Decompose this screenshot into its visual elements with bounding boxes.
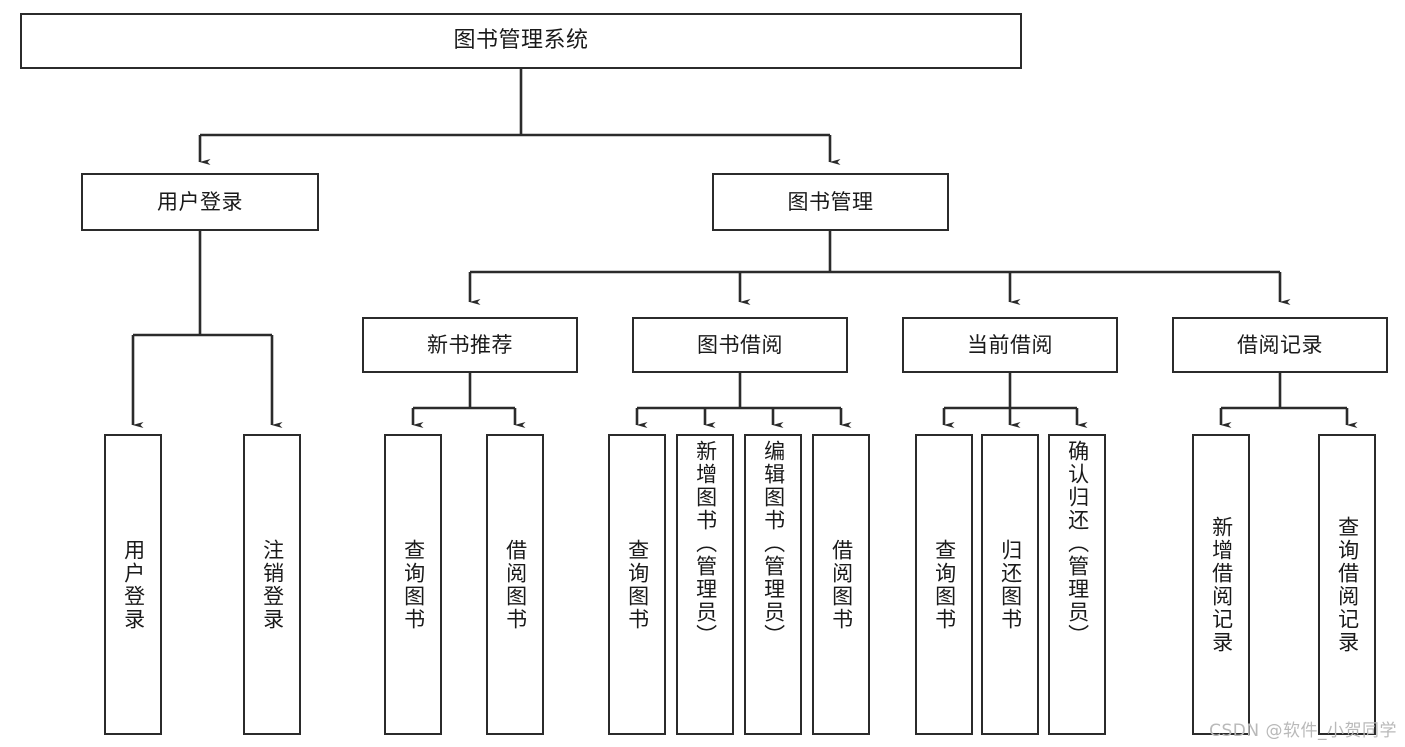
leaf-edit-book-admin[interactable]: 编辑图书（管理员） bbox=[744, 434, 802, 735]
leaf-confirm-return-admin[interactable]: 确认归还（管理员） bbox=[1048, 434, 1106, 735]
leaf-query-book-borrow[interactable]: 查询图书 bbox=[608, 434, 666, 735]
leaf-query-book-current[interactable]: 查询图书 bbox=[915, 434, 973, 735]
node-label: 编辑图书（管理员） bbox=[761, 440, 786, 647]
node-label: 借阅记录 bbox=[1237, 332, 1323, 357]
node-label: 图书借阅 bbox=[697, 332, 783, 357]
node-label: 查询图书 bbox=[932, 538, 957, 631]
node-borrow-record[interactable]: 借阅记录 bbox=[1172, 317, 1388, 373]
leaf-borrow-book[interactable]: 借阅图书 bbox=[812, 434, 870, 735]
leaf-return-book[interactable]: 归还图书 bbox=[981, 434, 1039, 735]
node-label: 当前借阅 bbox=[967, 332, 1053, 357]
leaf-query-borrow-record[interactable]: 查询借阅记录 bbox=[1318, 434, 1376, 735]
node-label: 图书管理 bbox=[787, 189, 874, 214]
leaf-query-book-recommend[interactable]: 查询图书 bbox=[384, 434, 442, 735]
node-book-manage[interactable]: 图书管理 bbox=[712, 173, 949, 231]
leaf-add-book-admin[interactable]: 新增图书（管理员） bbox=[676, 434, 734, 735]
node-label: 新书推荐 bbox=[427, 332, 513, 357]
node-label: 新增图书（管理员） bbox=[693, 440, 718, 647]
node-user-login[interactable]: 用户登录 bbox=[81, 173, 319, 231]
node-new-book-recommend[interactable]: 新书推荐 bbox=[362, 317, 578, 373]
leaf-add-borrow-record[interactable]: 新增借阅记录 bbox=[1192, 434, 1250, 735]
node-label: 确认归还（管理员） bbox=[1065, 440, 1090, 647]
node-current-borrow[interactable]: 当前借阅 bbox=[902, 317, 1118, 373]
leaf-borrow-book-recommend[interactable]: 借阅图书 bbox=[486, 434, 544, 735]
node-label: 借阅图书 bbox=[829, 538, 854, 631]
node-label: 用户登录 bbox=[121, 538, 146, 631]
node-label: 注销登录 bbox=[260, 538, 285, 631]
node-book-borrow[interactable]: 图书借阅 bbox=[632, 317, 848, 373]
node-label: 查询借阅记录 bbox=[1335, 515, 1360, 654]
leaf-user-login[interactable]: 用户登录 bbox=[104, 434, 162, 735]
node-label: 借阅图书 bbox=[503, 538, 528, 631]
node-label: 用户登录 bbox=[157, 189, 243, 214]
node-label: 查询图书 bbox=[625, 538, 650, 631]
node-label: 归还图书 bbox=[998, 538, 1023, 631]
node-label: 查询图书 bbox=[401, 538, 426, 631]
node-label: 图书管理系统 bbox=[453, 28, 589, 54]
leaf-logout[interactable]: 注销登录 bbox=[243, 434, 301, 735]
csdn-watermark: CSDN @软件_小贺同学 bbox=[1209, 721, 1397, 741]
node-label: 新增借阅记录 bbox=[1209, 515, 1234, 654]
node-root-system[interactable]: 图书管理系统 bbox=[20, 13, 1022, 69]
